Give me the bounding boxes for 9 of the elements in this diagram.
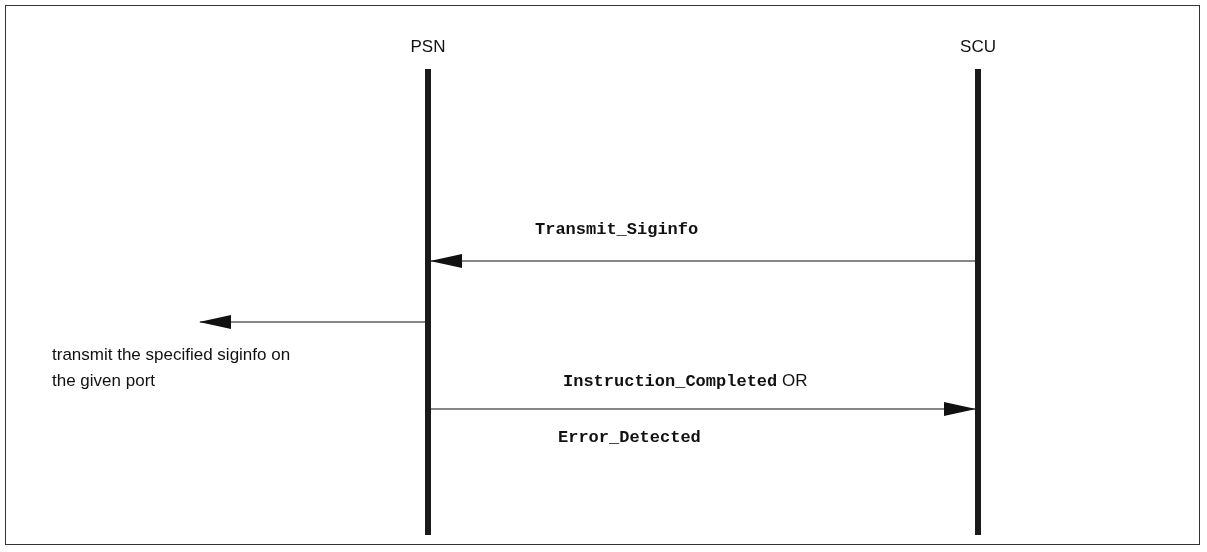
arrow: [199, 315, 426, 329]
message-label: Error_Detected: [558, 427, 701, 449]
edge-label: Transmit_Siginfo: [535, 219, 699, 241]
arrow: [430, 254, 976, 268]
lifeline-label: PSN: [409, 37, 447, 57]
lifeline-label: SCU: [959, 37, 997, 57]
edge-label: Instruction_Completed OR: [563, 370, 808, 393]
arrow: [430, 402, 976, 416]
edge-label: transmit the specified siginfo on the given port: [52, 344, 292, 392]
